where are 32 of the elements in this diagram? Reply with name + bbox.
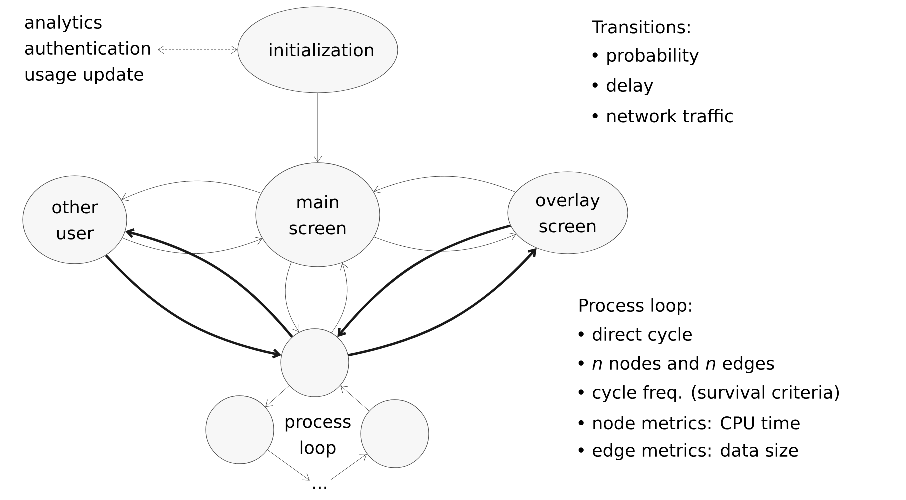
state-circle [360, 400, 430, 468]
arrow [374, 232, 516, 252]
arrow [314, 93, 322, 162]
ellipsis-text: ... [314, 486, 326, 490]
arrow [330, 454, 368, 481]
arrow [266, 386, 290, 408]
arrow [158, 46, 238, 54]
arrow [338, 224, 512, 338]
heading-text: Process loop: [580, 298, 692, 316]
bullet-item: • probability [592, 48, 699, 66]
bullet-item: • network traffic [592, 109, 733, 123]
arrow [105, 254, 282, 359]
arrow [126, 228, 294, 338]
state-circle [206, 396, 274, 464]
bullet-item: • n nodes and n edges [578, 356, 774, 374]
arrow [348, 248, 537, 357]
bullet-item: • delay [592, 78, 654, 96]
state-circle [280, 328, 350, 398]
arrow [340, 386, 370, 412]
bullet-item: • edge metrics: data size [578, 444, 798, 460]
arrow [122, 181, 262, 202]
feature-list-text: analytics authentication usage update [25, 16, 150, 84]
heading-text: Transitions: [592, 20, 690, 34]
arrow [331, 263, 349, 334]
bullet-item: • direct cycle [578, 328, 692, 344]
loop-label: process loop [286, 418, 351, 458]
arrow [285, 262, 300, 332]
arrow [374, 176, 516, 194]
bullet-item: • cycle freq. (survival criteria) [578, 386, 840, 402]
arrow [268, 450, 310, 481]
arrow [122, 237, 262, 254]
bullet-item: • node metrics: CPU time [578, 416, 800, 430]
